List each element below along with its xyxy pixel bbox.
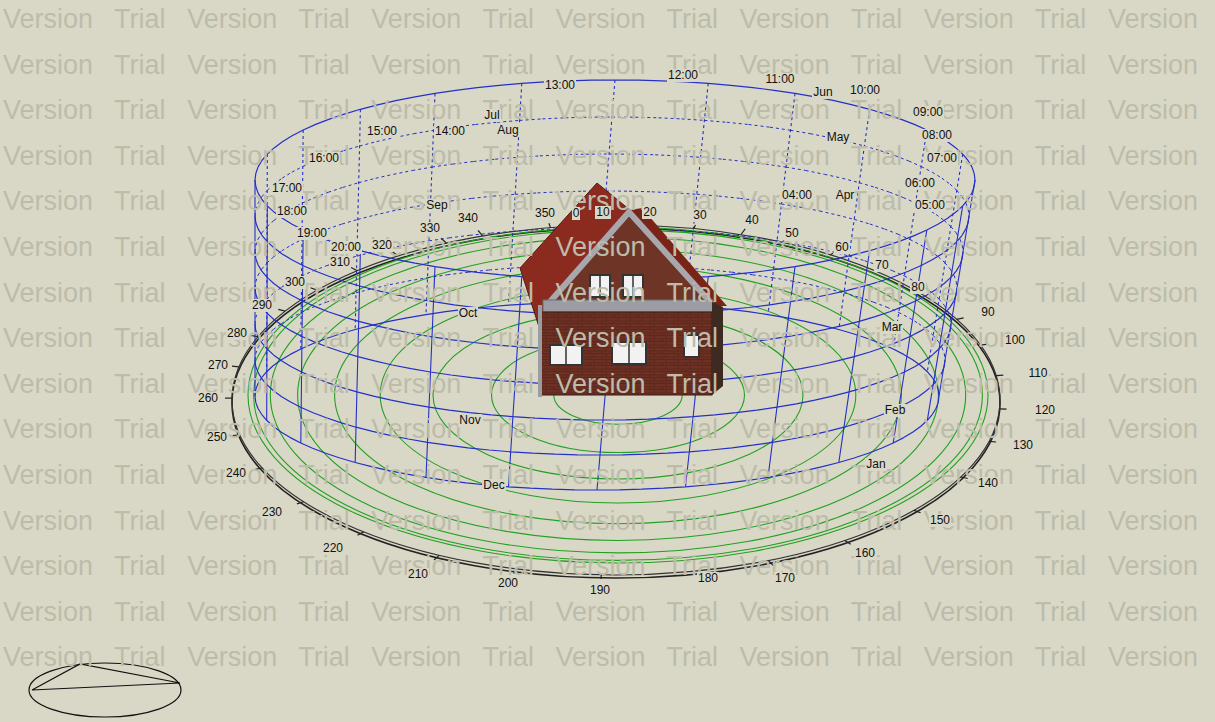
azimuth-label: 290 xyxy=(251,299,273,312)
month-label: Feb xyxy=(884,404,907,417)
azimuth-label: 180 xyxy=(697,572,719,585)
month-label: Oct xyxy=(458,307,479,320)
azimuth-tick xyxy=(694,225,696,229)
month-label: Jan xyxy=(865,458,886,471)
watermark-text: Version Trial Version Trial Version Tria… xyxy=(3,141,1198,171)
watermark-text: Version Trial Version Trial Version Tria… xyxy=(3,460,1198,490)
azimuth-label: 20 xyxy=(642,206,657,219)
watermark-text: Version Trial Version Trial Version Tria… xyxy=(3,232,1198,262)
watermark-text: Version Trial Version Trial Version Tria… xyxy=(3,369,1198,399)
azimuth-label: 100 xyxy=(1004,334,1026,347)
azimuth-label: 270 xyxy=(207,359,229,372)
hour-label: 10:00 xyxy=(849,84,881,97)
azimuth-label: 130 xyxy=(1012,439,1034,452)
watermark-text: Version Trial Version Trial Version Tria… xyxy=(3,597,1198,627)
azimuth-label: 110 xyxy=(1027,367,1048,380)
hour-label: 04:00 xyxy=(781,189,813,202)
azimuth-label: 30 xyxy=(692,209,707,222)
azimuth-label: 230 xyxy=(261,506,283,519)
azimuth-tick xyxy=(957,318,964,320)
azimuth-label: 250 xyxy=(206,431,228,444)
azimuth-label: 310 xyxy=(329,256,351,269)
month-label: Sep xyxy=(425,199,448,212)
azimuth-label: 320 xyxy=(371,239,393,252)
azimuth-tick xyxy=(1000,408,1007,409)
hour-label: 14:00 xyxy=(434,125,466,138)
azimuth-label: 90 xyxy=(980,306,995,319)
azimuth-label: 150 xyxy=(929,514,951,527)
azimuth-label: 70 xyxy=(874,259,889,272)
azimuth-label: 340 xyxy=(457,212,479,225)
hour-label: 08:00 xyxy=(921,129,953,142)
watermark-text: Version Trial Version Trial Version Tria… xyxy=(3,506,1198,536)
azimuth-label: 60 xyxy=(834,241,849,254)
hour-label: 06:00 xyxy=(904,177,936,190)
azimuth-label: 300 xyxy=(284,276,306,289)
month-label: Apr xyxy=(835,189,856,202)
azimuth-label: 10 xyxy=(595,206,610,219)
azimuth-tick xyxy=(278,309,285,311)
azimuth-label: 200 xyxy=(497,577,519,590)
azimuth-label: 350 xyxy=(534,207,556,220)
azimuth-label: 170 xyxy=(774,572,796,585)
azimuth-tick xyxy=(297,502,304,504)
month-label: Aug xyxy=(496,124,519,137)
azimuth-tick xyxy=(845,541,851,545)
hour-label: 05:00 xyxy=(914,199,946,212)
hour-label: 17:00 xyxy=(271,182,303,195)
hour-label: 20:00 xyxy=(330,241,362,254)
hour-label: 07:00 xyxy=(926,152,958,165)
azimuth-label: 220 xyxy=(322,542,344,555)
hour-label: 19:00 xyxy=(296,227,328,240)
month-label: Jul xyxy=(483,109,500,122)
azimuth-label: 140 xyxy=(977,477,999,490)
azimuth-label: 50 xyxy=(784,227,799,240)
hour-label: 15:00 xyxy=(366,125,398,138)
azimuth-tick xyxy=(351,268,357,271)
watermark-text: Version Trial Version Trial Version Tria… xyxy=(3,642,1198,672)
month-label: Jun xyxy=(812,86,833,99)
azimuth-label: 210 xyxy=(407,568,429,581)
azimuth-label: 40 xyxy=(744,214,759,227)
watermark-text: Version Trial Version Trial Version Tria… xyxy=(3,50,1198,80)
azimuth-label: 280 xyxy=(226,327,248,340)
hour-label: 16:00 xyxy=(308,152,340,165)
watermark-text: Version Trial Version Trial Version Tria… xyxy=(3,95,1198,125)
azimuth-label: 80 xyxy=(910,281,925,294)
month-label: Mar xyxy=(881,321,904,334)
watermark-text: Version Trial Version Trial Version Tria… xyxy=(3,551,1198,581)
hour-label: 12:00 xyxy=(667,69,699,82)
hour-label: 18:00 xyxy=(276,205,308,218)
watermark-text: Version Trial Version Trial Version Tria… xyxy=(3,4,1198,34)
azimuth-label: 330 xyxy=(419,222,441,235)
azimuth-label: 0 xyxy=(572,207,581,220)
azimuth-label: 240 xyxy=(225,467,247,480)
azimuth-tick xyxy=(549,223,551,227)
month-label: Nov xyxy=(458,414,481,427)
azimuth-label: 120 xyxy=(1034,404,1056,417)
azimuth-label: 260 xyxy=(197,392,219,405)
azimuth-tick xyxy=(232,366,239,368)
hour-label: 13:00 xyxy=(544,79,576,92)
hour-label: 11:00 xyxy=(764,73,795,86)
watermark-text: Version Trial Version Trial Version Tria… xyxy=(3,278,1198,308)
azimuth-label: 160 xyxy=(854,547,876,560)
hour-label: 09:00 xyxy=(912,106,944,119)
month-label: May xyxy=(826,131,851,144)
azimuth-label: 190 xyxy=(589,584,611,597)
month-label: Dec xyxy=(482,479,505,492)
